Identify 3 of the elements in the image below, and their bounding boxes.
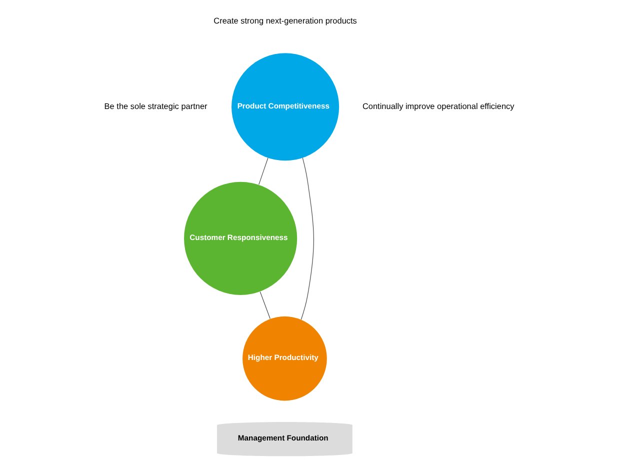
- connector: [260, 291, 270, 319]
- connector: [258, 158, 268, 185]
- connector: [300, 157, 314, 320]
